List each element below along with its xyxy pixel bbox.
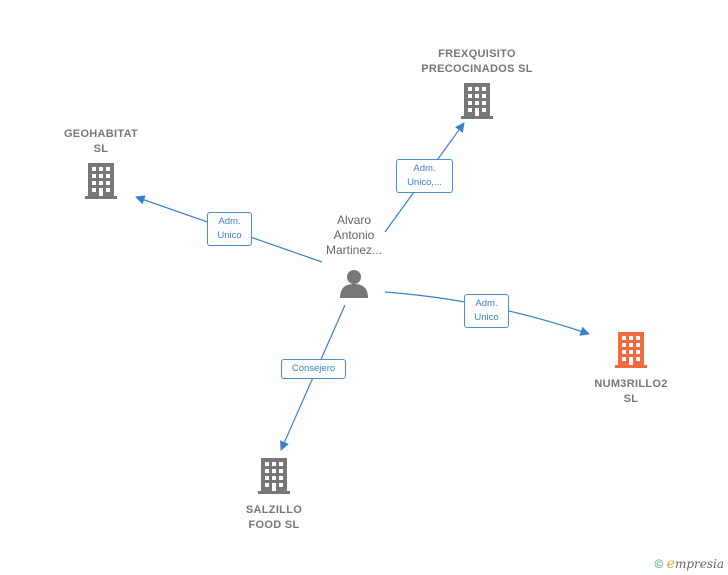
company-name-line-1: SALZILLO <box>245 504 303 516</box>
relation-label-line-2: Unico <box>217 230 242 241</box>
company-name-line-2: FOOD SL <box>248 519 300 531</box>
person-node[interactable]: Alvaro Antonio Martinez... <box>306 213 402 305</box>
footer-brand: © empresia <box>654 556 724 572</box>
company-node-frexquisito[interactable]: FREXQUISITO PRECOCINADOS SL <box>408 47 546 124</box>
person-name-line-1: Alvaro <box>336 213 371 227</box>
building-icon <box>615 332 647 368</box>
company-node-salzillo[interactable]: SALZILLO FOOD SL <box>225 458 323 533</box>
company-name-line-2: PRECOCINADOS SL <box>421 63 533 75</box>
brand-logo: empresia <box>666 556 724 572</box>
company-name-line-1: NUM3RILLO2 <box>594 378 668 390</box>
relation-label-line-2: Unico,... <box>407 177 442 188</box>
company-name-line-1: FREXQUISITO <box>438 48 516 60</box>
person-name-line-3: Martinez... <box>325 243 382 257</box>
building-icon <box>258 458 290 494</box>
relation-label-num3rillo2[interactable]: Adm. Unico <box>464 294 509 328</box>
person-icon <box>340 270 368 298</box>
company-node-geohabitat[interactable]: GEOHABITAT SL <box>52 127 150 204</box>
company-name-line-1: GEOHABITAT <box>63 128 139 140</box>
relation-label-geohabitat[interactable]: Adm. Unico <box>207 212 252 246</box>
building-icon <box>461 83 493 119</box>
relation-label-line-1: Consejero <box>291 363 336 374</box>
relation-label-line-1: Adm. <box>475 298 498 309</box>
company-name-line-2: SL <box>93 143 109 155</box>
relation-label-line-2: Unico <box>474 312 499 323</box>
copyright-icon: © <box>654 557 664 571</box>
relation-label-line-1: Adm. <box>413 163 436 174</box>
building-icon <box>85 163 117 199</box>
relation-label-frexquisito[interactable]: Adm. Unico,... <box>396 159 453 193</box>
relation-label-salzillo[interactable]: Consejero <box>281 359 346 379</box>
person-name-line-2: Antonio <box>333 228 375 242</box>
company-name-line-2: SL <box>623 393 639 405</box>
company-node-num3rillo2[interactable]: NUM3RILLO2 SL <box>582 332 680 407</box>
relation-label-line-1: Adm. <box>218 216 241 227</box>
